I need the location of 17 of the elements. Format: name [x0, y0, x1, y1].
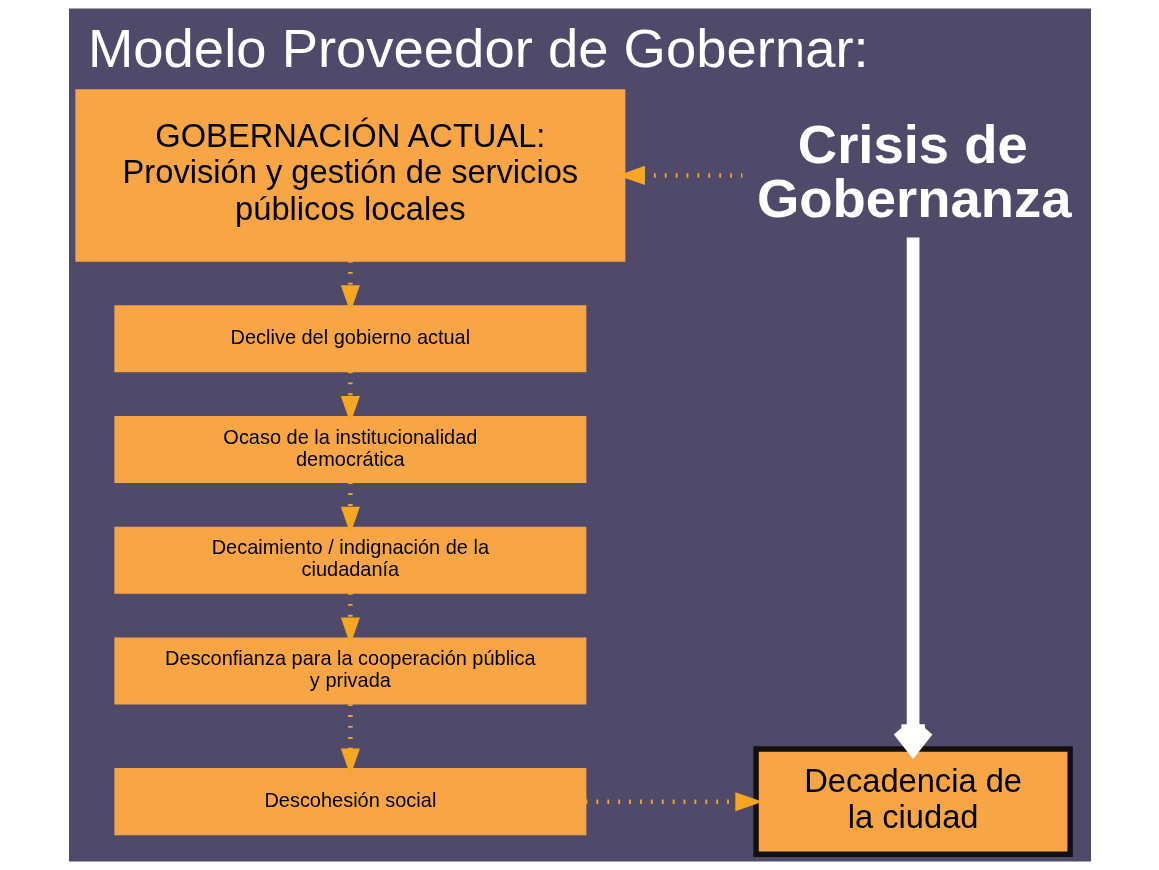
node-box: Decaimiento / indignación de la ciudadanía: [113, 526, 586, 594]
node-text: Crisis de Gobernanza: [756, 113, 1072, 230]
arrow: [340, 371, 360, 424]
node-box: GOBERNACIÓN ACTUAL: Provisión y gestión de servicios públicos locales: [74, 89, 625, 262]
node-box: Descohesión social: [113, 768, 586, 836]
arrow: [340, 593, 360, 645]
node-box: Desconfianza para la cooperación pública y privada: [113, 637, 586, 705]
arrow: [585, 792, 763, 812]
diagram-title: Modelo Proveedor de Gobernar:: [87, 17, 869, 79]
node-box: Declive del gobierno actual: [113, 305, 586, 373]
arrow: [891, 237, 934, 756]
arrow: [340, 482, 360, 535]
arrow: [617, 165, 742, 185]
node-box: Decadencia de la ciudad: [752, 746, 1073, 858]
node-box: Ocaso de la institucionalidad democrática: [113, 415, 586, 484]
arrow: [340, 704, 360, 776]
arrow: [340, 260, 360, 313]
